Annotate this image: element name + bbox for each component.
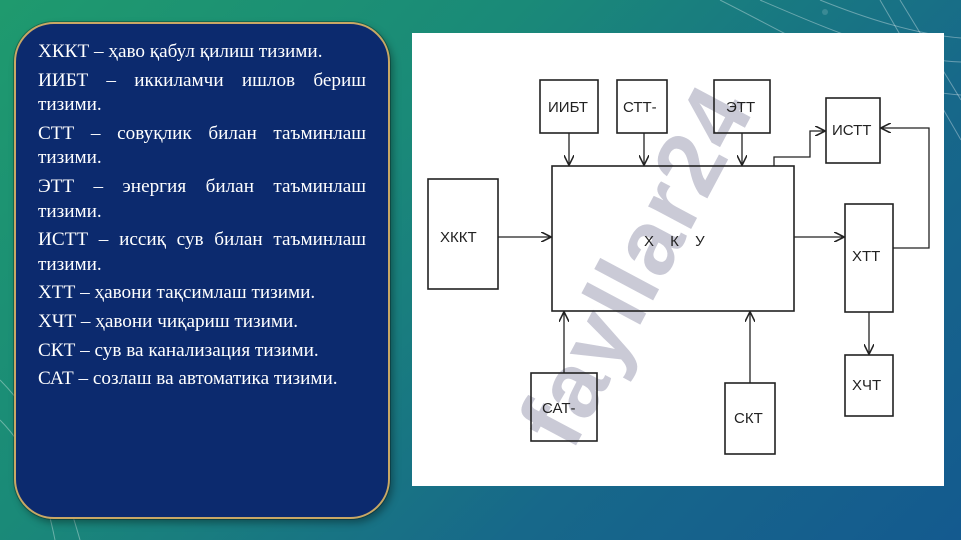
- definition-stt: СТТ – совуқлик билан таъминлаш тизими.: [38, 122, 366, 169]
- definition-sat: САТ – созлаш ва автоматика тизими.: [38, 368, 338, 390]
- block-diagram: fayllar24 ХККТ ИИБТ СТТ- ЭТТ ИСТТ Х К У …: [412, 33, 944, 486]
- block-istt: [825, 97, 881, 164]
- definition-istt: ИСТТ – иссиқ сув билан таъминлаш тизими.: [38, 229, 366, 275]
- definition-ett: ЭТТ – энергия билан таъминлаш тизими.: [38, 175, 366, 222]
- block-center: [551, 165, 795, 312]
- definition-xcht: ХЧТ – ҳавони чиқариш тизими.: [38, 310, 299, 332]
- block-diagram-svg: fayllar24 ХККТ ИИБТ СТТ- ЭТТ ИСТТ Х К У …: [427, 69, 930, 462]
- definition-xtt: ХТТ – ҳавони тақсимлаш тизими.: [38, 282, 316, 304]
- block-xkkt-label: ХККТ: [440, 229, 477, 246]
- block-center-label: Х К У: [644, 233, 711, 250]
- definition-skt: СКТ – сув ва канализация тизими.: [38, 339, 319, 361]
- block-istt-label: ИСТТ: [832, 122, 871, 139]
- block-ett-label: ЭТТ: [726, 99, 755, 116]
- block-xkkt: [427, 178, 499, 290]
- block-stt: [616, 79, 668, 134]
- diagram-arrows: [498, 128, 930, 383]
- block-iibt-label: ИИБТ: [548, 99, 588, 116]
- definitions-list: ХККТ – ҳаво қабул қилиш тизими. ИИБТ – и…: [38, 40, 366, 396]
- block-sat-label: САТ-: [542, 400, 576, 417]
- block-xtt-label: ХТТ: [852, 248, 880, 265]
- block-xcht-label: ХЧТ: [852, 377, 881, 394]
- block-xcht: [844, 354, 894, 417]
- definition-xkkt: ХККТ – ҳаво қабул қилиш тизими.: [38, 41, 323, 62]
- block-skt-label: СКТ: [734, 410, 763, 427]
- definitions-panel: [14, 22, 390, 519]
- block-stt-label: СТТ-: [623, 99, 657, 116]
- definition-iibt: ИИБТ – иккиламчи ишлов бериш тизими.: [38, 69, 366, 116]
